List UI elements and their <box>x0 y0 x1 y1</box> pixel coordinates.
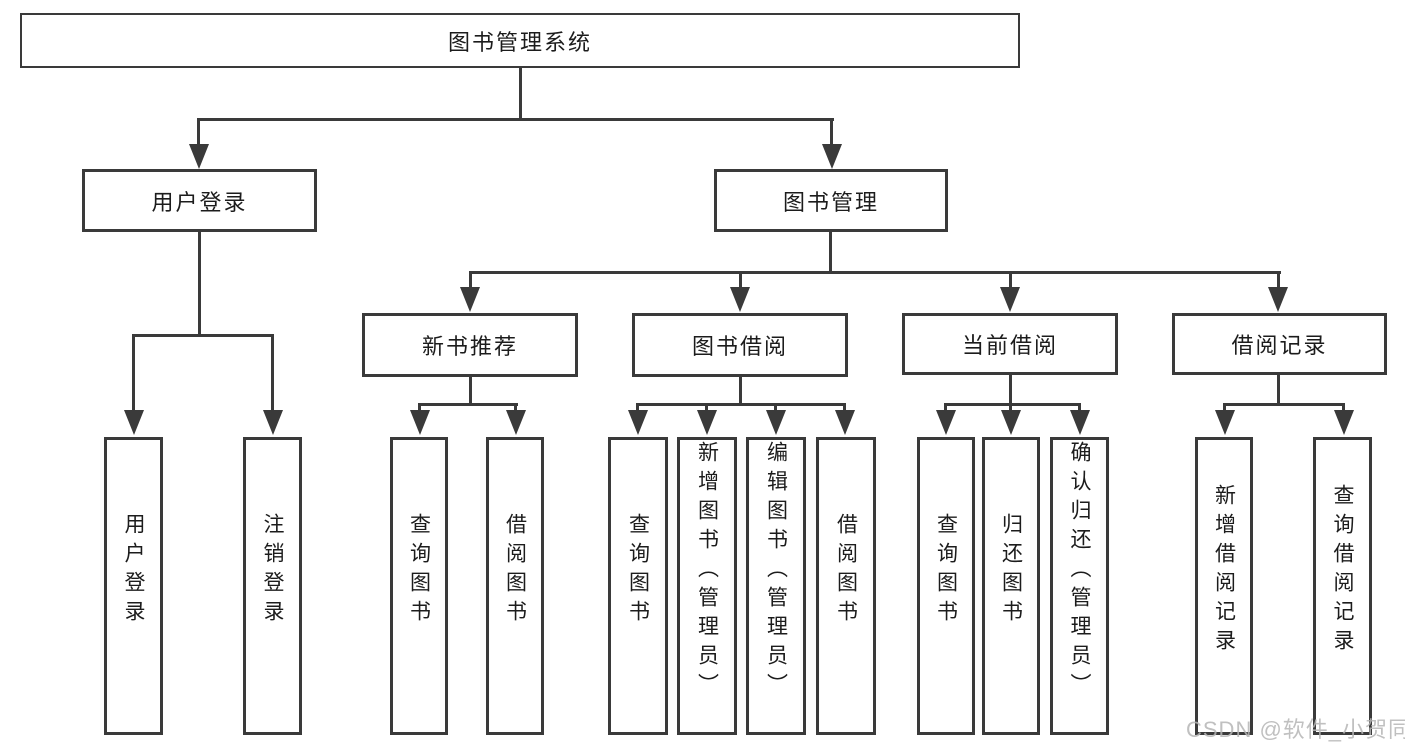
leaf-book-borrow-add-label: 新增图书（管理员） <box>695 440 719 702</box>
connector-book-mgmt-vertical <box>829 232 832 274</box>
connector-stub-leaf-logout <box>271 334 274 412</box>
node-borrow-records-label: 借阅记录 <box>1231 333 1328 358</box>
arrow-down-icon <box>697 410 717 435</box>
connector-user-login-horizontal <box>132 334 274 337</box>
node-user-login: 用户登录 <box>82 169 317 232</box>
leaf-book-borrow-edit-label: 编辑图书（管理员） <box>764 440 788 702</box>
arrow-down-icon <box>1334 410 1354 435</box>
connector-book-mgmt-horizontal <box>469 271 1281 274</box>
arrow-down-icon <box>124 410 144 435</box>
node-root: 图书管理系统 <box>20 13 1020 68</box>
connector-stub-book-mgmt <box>830 118 833 146</box>
csdn-watermark: CSDN @软件_小贺同学 <box>1186 717 1405 742</box>
arrow-down-icon <box>1268 287 1288 312</box>
connector-stub-borrow-records <box>1277 271 1280 289</box>
connector-stub <box>774 403 777 413</box>
connector-stub-current-borrow <box>1009 271 1012 289</box>
node-current-borrow: 当前借阅 <box>902 313 1118 375</box>
connector-book-borrow-horizontal <box>636 403 846 406</box>
connector-book-borrow-vertical <box>739 377 742 406</box>
connector-stub <box>636 403 639 413</box>
connector-stub <box>1223 403 1226 413</box>
leaf-book-borrow-borrow-label: 借阅图书 <box>834 513 858 629</box>
connector-stub <box>514 403 517 413</box>
node-new-books: 新书推荐 <box>362 313 578 377</box>
leaf-current-borrow-query-label: 查询图书 <box>934 513 958 629</box>
connector-stub <box>1342 403 1345 413</box>
node-book-mgmt: 图书管理 <box>714 169 948 232</box>
leaf-current-borrow-query: 查询图书 <box>917 437 975 735</box>
arrow-down-icon <box>263 410 283 435</box>
arrow-down-icon <box>730 287 750 312</box>
node-book-mgmt-label: 图书管理 <box>782 189 879 215</box>
leaf-borrow-records-query: 查询借阅记录 <box>1313 437 1372 735</box>
node-current-borrow-label: 当前借阅 <box>961 333 1058 358</box>
leaf-new-books-query-label: 查询图书 <box>407 513 431 629</box>
leaf-new-books-borrow: 借阅图书 <box>486 437 544 735</box>
connector-user-login-vertical <box>198 232 201 337</box>
arrow-down-icon <box>460 287 480 312</box>
leaf-borrow-records-query-label: 查询借阅记录 <box>1331 484 1354 658</box>
arrow-down-icon <box>410 410 430 435</box>
connector-stub <box>843 403 846 413</box>
leaf-current-borrow-confirm: 确认归还（管理员） <box>1050 437 1109 735</box>
node-root-label: 图书管理系统 <box>447 29 592 55</box>
node-book-borrow-label: 图书借阅 <box>691 334 788 359</box>
leaf-current-borrow-confirm-label: 确认归还（管理员） <box>1068 440 1091 702</box>
connector-stub-book-borrow <box>739 271 742 289</box>
leaf-user-login-label: 用户登录 <box>122 513 145 629</box>
arrow-down-icon <box>506 410 526 435</box>
arrow-down-icon <box>1000 287 1020 312</box>
connector-current-borrow-horizontal <box>944 403 1081 406</box>
connector-stub <box>705 403 708 413</box>
arrow-down-icon <box>1070 410 1090 435</box>
leaf-current-borrow-return: 归还图书 <box>982 437 1040 735</box>
node-user-login-label: 用户登录 <box>151 189 248 215</box>
node-new-books-label: 新书推荐 <box>421 334 518 359</box>
leaf-logout: 注销登录 <box>243 437 302 735</box>
connector-root-horizontal <box>197 118 834 121</box>
leaf-book-borrow-add: 新增图书（管理员） <box>677 437 737 735</box>
connector-stub <box>1078 403 1081 413</box>
leaf-borrow-records-add: 新增借阅记录 <box>1195 437 1253 735</box>
connector-stub-leaf-login <box>132 334 135 412</box>
leaf-book-borrow-borrow: 借阅图书 <box>816 437 876 735</box>
arrow-down-icon <box>1215 410 1235 435</box>
leaf-new-books-borrow-label: 借阅图书 <box>503 513 527 629</box>
arrow-down-icon <box>936 410 956 435</box>
connector-root-vertical <box>519 68 522 121</box>
arrow-down-icon <box>766 410 786 435</box>
leaf-new-books-query: 查询图书 <box>390 437 448 735</box>
arrow-down-icon <box>628 410 648 435</box>
arrow-down-icon <box>835 410 855 435</box>
leaf-user-login: 用户登录 <box>104 437 163 735</box>
node-borrow-records: 借阅记录 <box>1172 313 1387 375</box>
connector-current-borrow-vertical <box>1009 375 1012 406</box>
leaf-book-borrow-edit: 编辑图书（管理员） <box>746 437 806 735</box>
connector-borrow-records-horizontal <box>1223 403 1344 406</box>
leaf-borrow-records-add-label: 新增借阅记录 <box>1212 484 1236 658</box>
connector-new-books-horizontal <box>418 403 518 406</box>
leaf-logout-label: 注销登录 <box>261 513 284 629</box>
leaf-book-borrow-query: 查询图书 <box>608 437 668 735</box>
connector-stub <box>1009 403 1012 413</box>
arrow-down-icon <box>822 144 842 169</box>
connector-stub-user-login <box>197 118 200 146</box>
arrow-down-icon <box>189 144 209 169</box>
connector-stub-new-books <box>469 271 472 289</box>
arrow-down-icon <box>1001 410 1021 435</box>
connector-stub <box>418 403 421 413</box>
connector-borrow-records-vertical <box>1277 375 1280 406</box>
leaf-book-borrow-query-label: 查询图书 <box>626 513 650 629</box>
leaf-current-borrow-return-label: 归还图书 <box>999 513 1023 629</box>
connector-stub <box>944 403 947 413</box>
connector-new-books-vertical <box>469 377 472 406</box>
node-book-borrow: 图书借阅 <box>632 313 848 377</box>
